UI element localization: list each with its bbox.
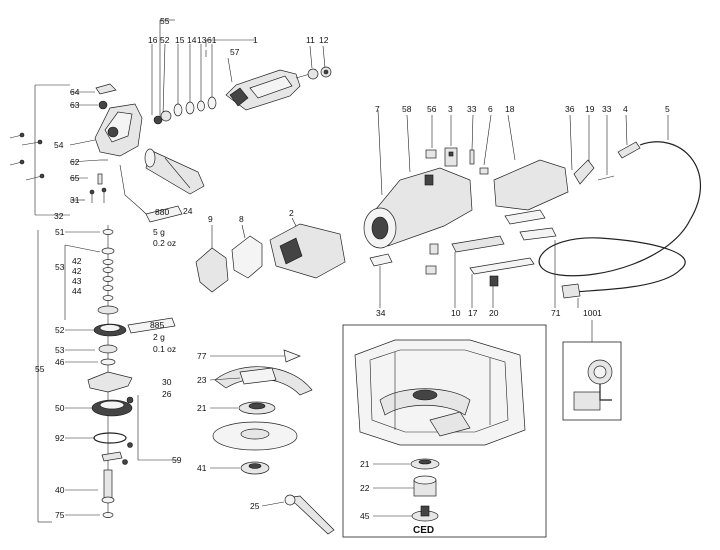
- spindle-stack: [37, 225, 178, 523]
- callout-42a: 42: [72, 256, 82, 266]
- callout-43: 43: [72, 276, 82, 286]
- callout-8: 8: [239, 214, 244, 224]
- armature-assembly: [151, 19, 332, 125]
- callout-75: 75: [55, 510, 65, 520]
- grease-tube-icon: [127, 317, 176, 334]
- callout-24: 24: [183, 206, 193, 216]
- callout-5: 5: [665, 104, 670, 114]
- callout-71: 71: [551, 308, 561, 318]
- callout-53b: 53: [55, 345, 65, 355]
- callout-1001: 1001: [583, 308, 602, 318]
- callout-59: 59: [172, 455, 182, 465]
- callout-21a: 21: [197, 403, 207, 413]
- callout-17: 17: [468, 308, 478, 318]
- callout-77: 77: [197, 351, 207, 361]
- callout-41: 41: [197, 463, 207, 473]
- callout-18: 18: [505, 104, 515, 114]
- callout-46: 46: [55, 357, 65, 367]
- callout-4: 4: [623, 104, 628, 114]
- callout-55-side: 55: [35, 364, 45, 374]
- note-880-grams: 5 g: [153, 227, 165, 237]
- note-880: 880: [155, 207, 169, 217]
- callout-9: 9: [208, 214, 213, 224]
- guard-and-wheel: [209, 349, 335, 535]
- callout-1: 1: [253, 35, 258, 45]
- callout-42b: 42: [72, 266, 82, 276]
- callout-56: 56: [427, 104, 437, 114]
- callout-13: 13: [197, 35, 207, 45]
- callout-19: 19: [585, 104, 595, 114]
- inset-1001: [562, 320, 622, 421]
- callout-52: 52: [55, 325, 65, 335]
- callout-14: 14: [187, 35, 197, 45]
- callout-7: 7: [375, 104, 380, 114]
- ced-inset: [342, 324, 547, 538]
- callout-31: 31: [70, 195, 80, 205]
- callout-23: 23: [197, 375, 207, 385]
- callout-40: 40: [55, 485, 65, 495]
- motor-assembly: [195, 109, 702, 308]
- callout-22: 22: [360, 483, 370, 493]
- callout-54: 54: [54, 140, 64, 150]
- callout-57: 57: [230, 47, 240, 57]
- callout-52-top: 52: [160, 35, 170, 45]
- callout-63: 63: [70, 100, 80, 110]
- callout-12: 12: [319, 35, 329, 45]
- callout-15: 15: [175, 35, 185, 45]
- callout-51: 51: [55, 227, 65, 237]
- callout-55-top: 55: [160, 16, 170, 26]
- callout-33a: 33: [467, 104, 477, 114]
- callout-36: 36: [565, 104, 575, 114]
- note-885-ounces: 0.1 oz: [153, 344, 176, 354]
- callout-3: 3: [448, 104, 453, 114]
- callout-92: 92: [55, 433, 65, 443]
- note-885-grams: 2 g: [153, 332, 165, 342]
- callout-26: 26: [162, 389, 172, 399]
- callout-45: 45: [360, 511, 370, 521]
- callout-6: 6: [488, 104, 493, 114]
- note-885: 885: [150, 320, 164, 330]
- callout-44: 44: [72, 286, 82, 296]
- callout-64: 64: [70, 87, 80, 97]
- callout-20: 20: [489, 308, 499, 318]
- callout-16: 16: [148, 35, 158, 45]
- gear-head-assembly: [9, 83, 205, 216]
- callout-62: 62: [70, 157, 80, 167]
- callout-32: 32: [54, 211, 64, 221]
- ced-label: CED: [413, 525, 434, 536]
- callout-65: 65: [70, 173, 80, 183]
- grease-tube-icon: [141, 205, 183, 223]
- callout-2: 2: [289, 208, 294, 218]
- callout-61: 61: [207, 35, 217, 45]
- callout-25: 25: [250, 501, 260, 511]
- callout-50: 50: [55, 403, 65, 413]
- callout-53a: 53: [55, 262, 65, 272]
- callout-21b: 21: [360, 459, 370, 469]
- callout-30: 30: [162, 377, 172, 387]
- callout-58: 58: [402, 104, 412, 114]
- callout-33b: 33: [602, 104, 612, 114]
- callout-11: 11: [306, 35, 315, 45]
- note-880-ounces: 0.2 oz: [153, 238, 176, 248]
- callout-10: 10: [451, 308, 461, 318]
- callout-34: 34: [376, 308, 386, 318]
